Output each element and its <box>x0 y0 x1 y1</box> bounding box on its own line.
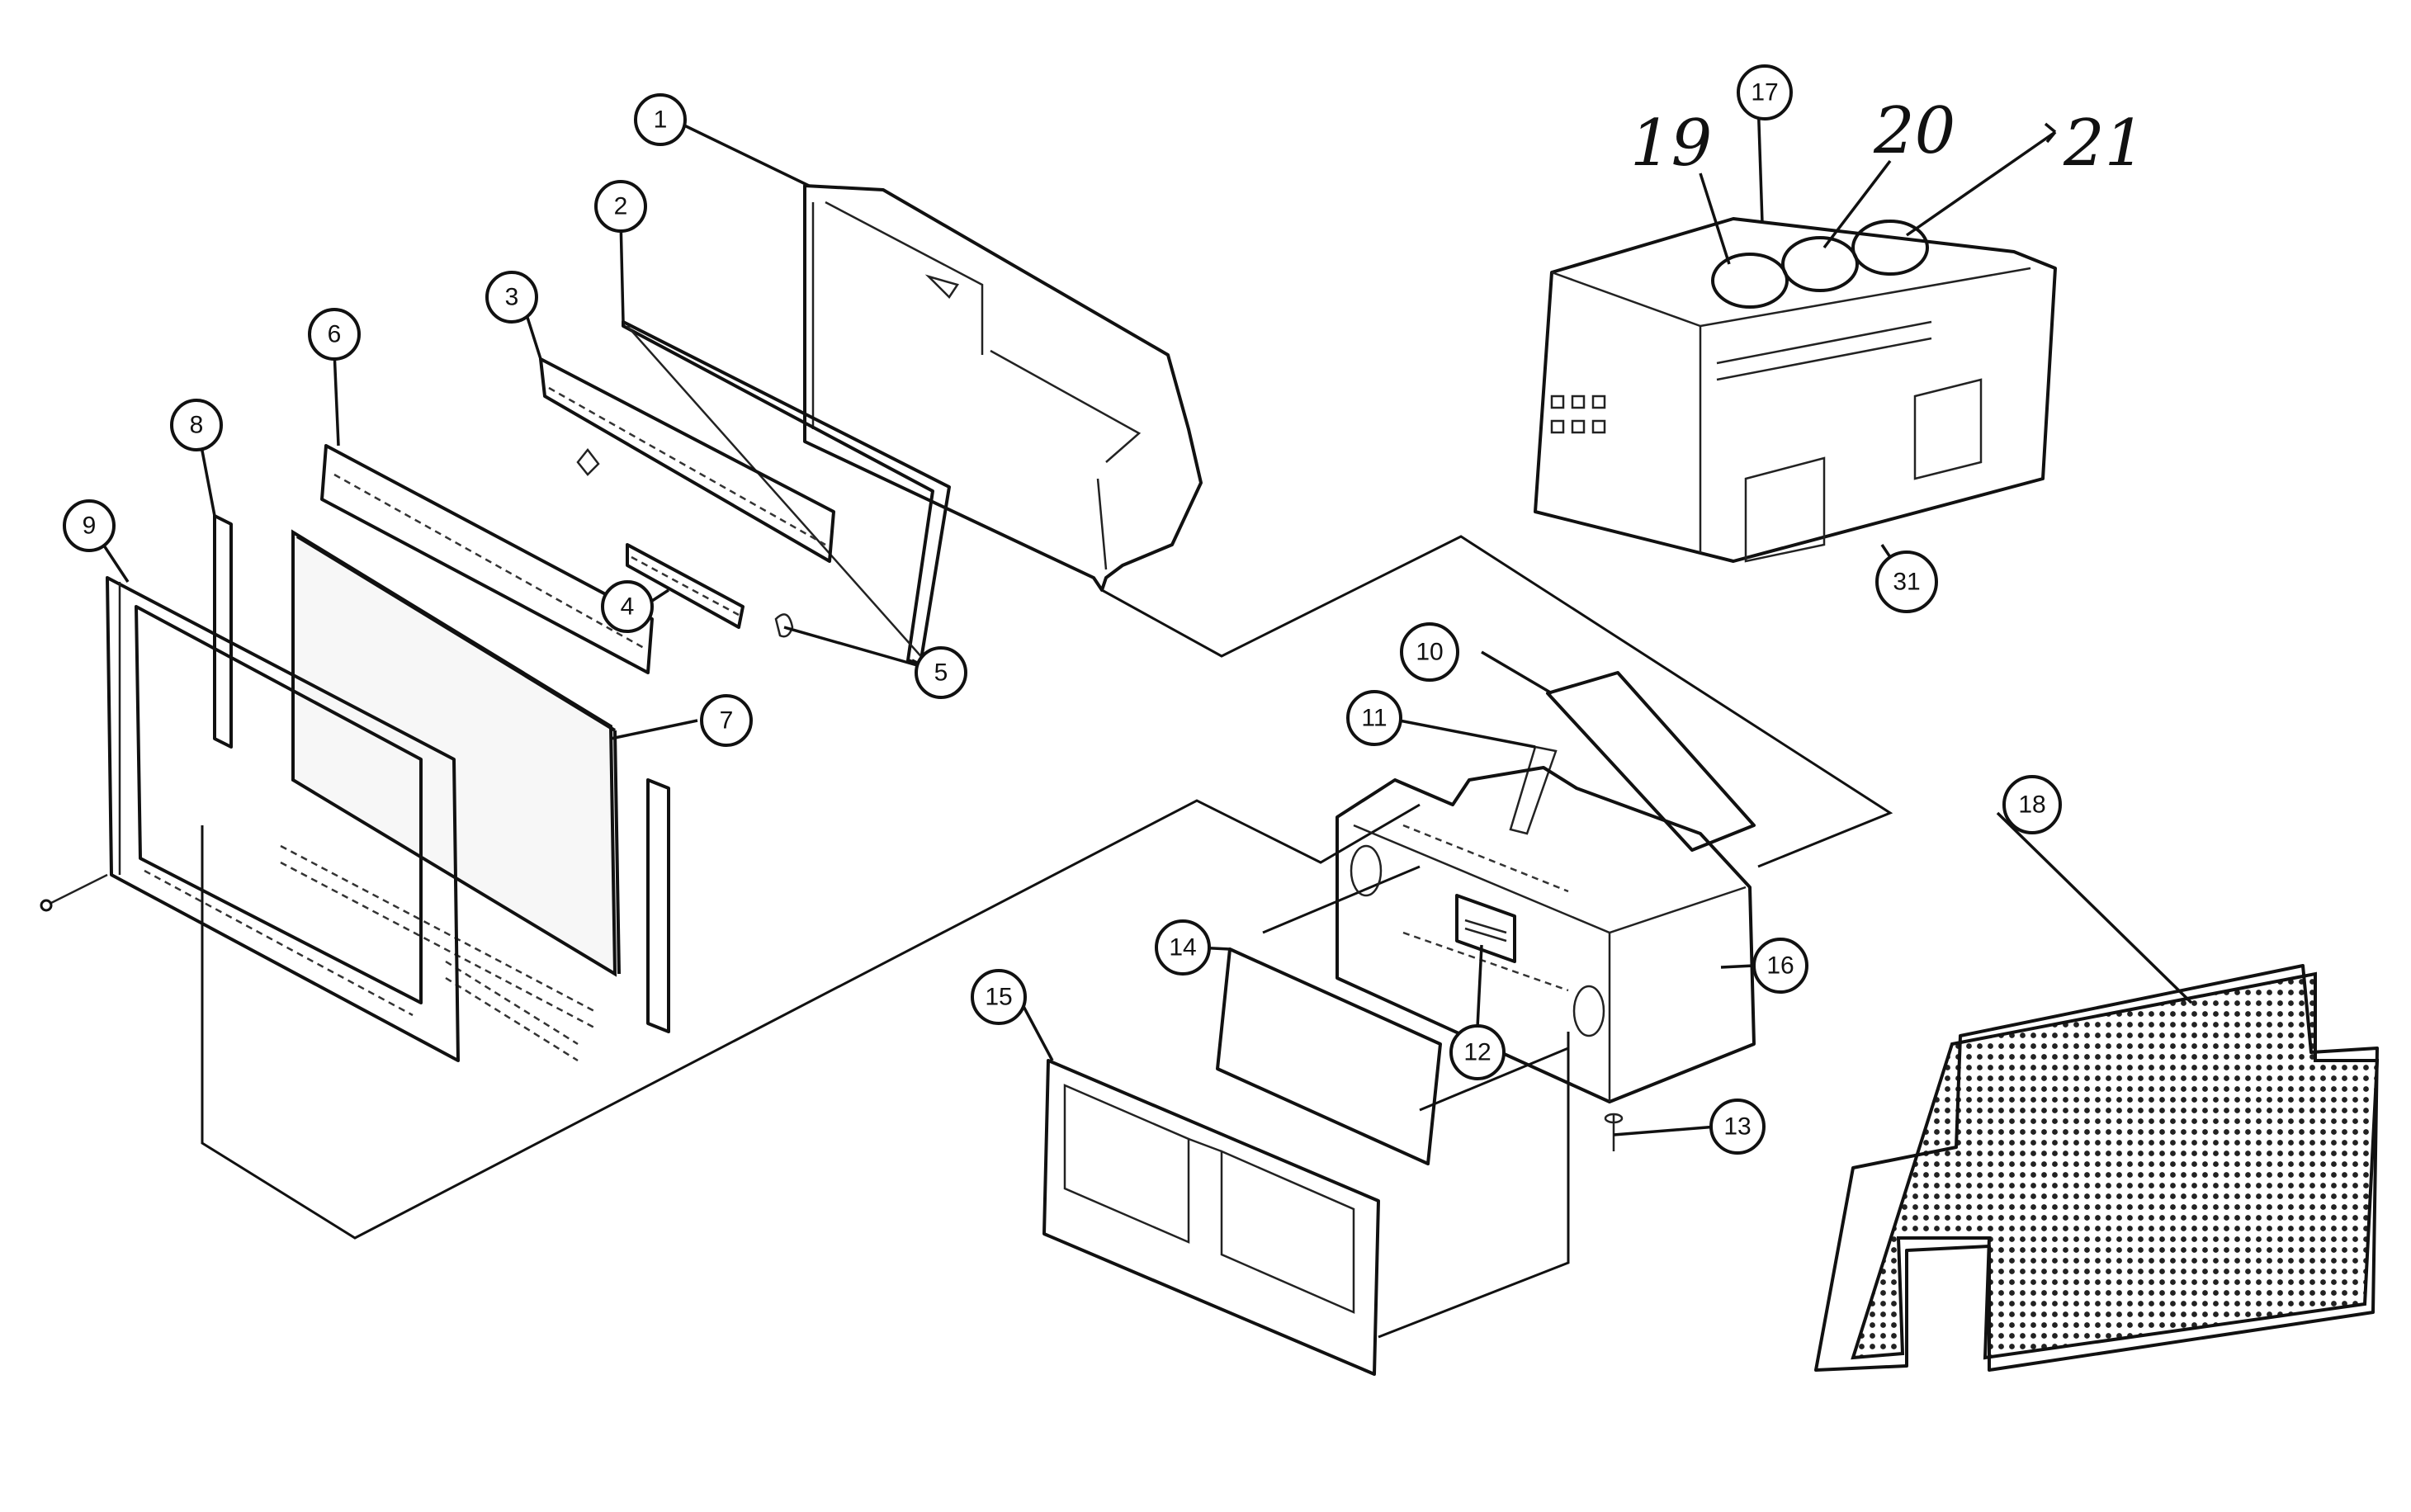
part-small-bracket <box>626 543 745 629</box>
callout-31-label: 31 <box>1893 569 1920 596</box>
callout-11-label: 11 <box>1361 705 1387 732</box>
callout-10: 10 <box>1400 622 1459 682</box>
leader-lines <box>99 98 2193 1136</box>
part-control-panel <box>1455 894 1516 963</box>
callout-1-label: 1 <box>654 106 668 134</box>
callout-14: 14 <box>1155 919 1211 976</box>
callout-15-label: 15 <box>985 984 1012 1011</box>
part-screen <box>291 529 621 977</box>
part-upper-frame-rail <box>320 444 654 674</box>
handwritten-label-20: 20 <box>1873 94 1955 168</box>
part-lower-rails <box>280 844 595 1062</box>
callout-5-label: 5 <box>934 659 948 687</box>
part-rear-panel <box>622 320 951 666</box>
part-upper-rail <box>539 357 835 563</box>
handwritten-label-19: 19 <box>1630 106 1712 181</box>
part-lower-front-frame <box>1042 1059 1380 1376</box>
callout-5: 5 <box>915 646 967 699</box>
callout-10-label: 10 <box>1416 639 1443 666</box>
callout-16-label: 16 <box>1766 952 1794 980</box>
part-side-panel <box>1216 947 1442 1165</box>
part-chassis-assembly <box>1534 217 2057 563</box>
callout-16: 16 <box>1752 938 1808 994</box>
callout-17-label: 17 <box>1751 79 1778 106</box>
callout-12: 12 <box>1449 1024 1506 1080</box>
part-front-bezel <box>40 576 460 1062</box>
callout-18: 18 <box>2002 775 2062 834</box>
callout-markers: 1 2 3 4 5 6 7 8 9 10 11 <box>63 64 2062 1155</box>
callout-13-label: 13 <box>1723 1113 1751 1141</box>
part-rear-cabinet <box>803 184 1203 592</box>
part-hinge-bracket <box>1509 745 1558 835</box>
callout-8-label: 8 <box>190 412 204 439</box>
callout-7-label: 7 <box>720 707 734 735</box>
part-lower-cabinet <box>1336 766 1756 1103</box>
callout-4-label: 4 <box>621 593 635 621</box>
callout-2: 2 <box>594 180 647 233</box>
callout-8: 8 <box>170 399 223 451</box>
handwritten-label-21: 21 <box>2063 106 2145 181</box>
callout-6: 6 <box>308 308 361 361</box>
callout-4: 4 <box>601 580 654 633</box>
callout-2-label: 2 <box>614 193 628 220</box>
callout-3-label: 3 <box>505 284 519 311</box>
callout-18-label: 18 <box>2018 791 2045 819</box>
part-screw <box>1604 1113 1624 1151</box>
callout-6-label: 6 <box>328 321 342 348</box>
callout-3: 3 <box>485 271 538 324</box>
callout-9: 9 <box>63 499 116 552</box>
callout-12-label: 12 <box>1463 1039 1491 1066</box>
callout-11: 11 <box>1346 690 1402 746</box>
callout-31: 31 <box>1875 550 1938 613</box>
handwritten-labels: 19 20 21 <box>1630 94 2145 181</box>
part-side-rail-right <box>646 778 670 1033</box>
part-fasteners <box>576 447 794 638</box>
callout-15: 15 <box>971 969 1027 1025</box>
callout-17: 17 <box>1737 64 1793 120</box>
callout-14-label: 14 <box>1169 934 1196 962</box>
callout-7: 7 <box>700 694 753 747</box>
part-perforated-cover <box>1814 964 2380 1372</box>
part-side-rail-left <box>213 514 233 749</box>
part-top-cover <box>1546 671 1756 852</box>
callout-9-label: 9 <box>83 513 97 540</box>
callout-1: 1 <box>634 93 687 146</box>
callout-13: 13 <box>1709 1099 1766 1155</box>
